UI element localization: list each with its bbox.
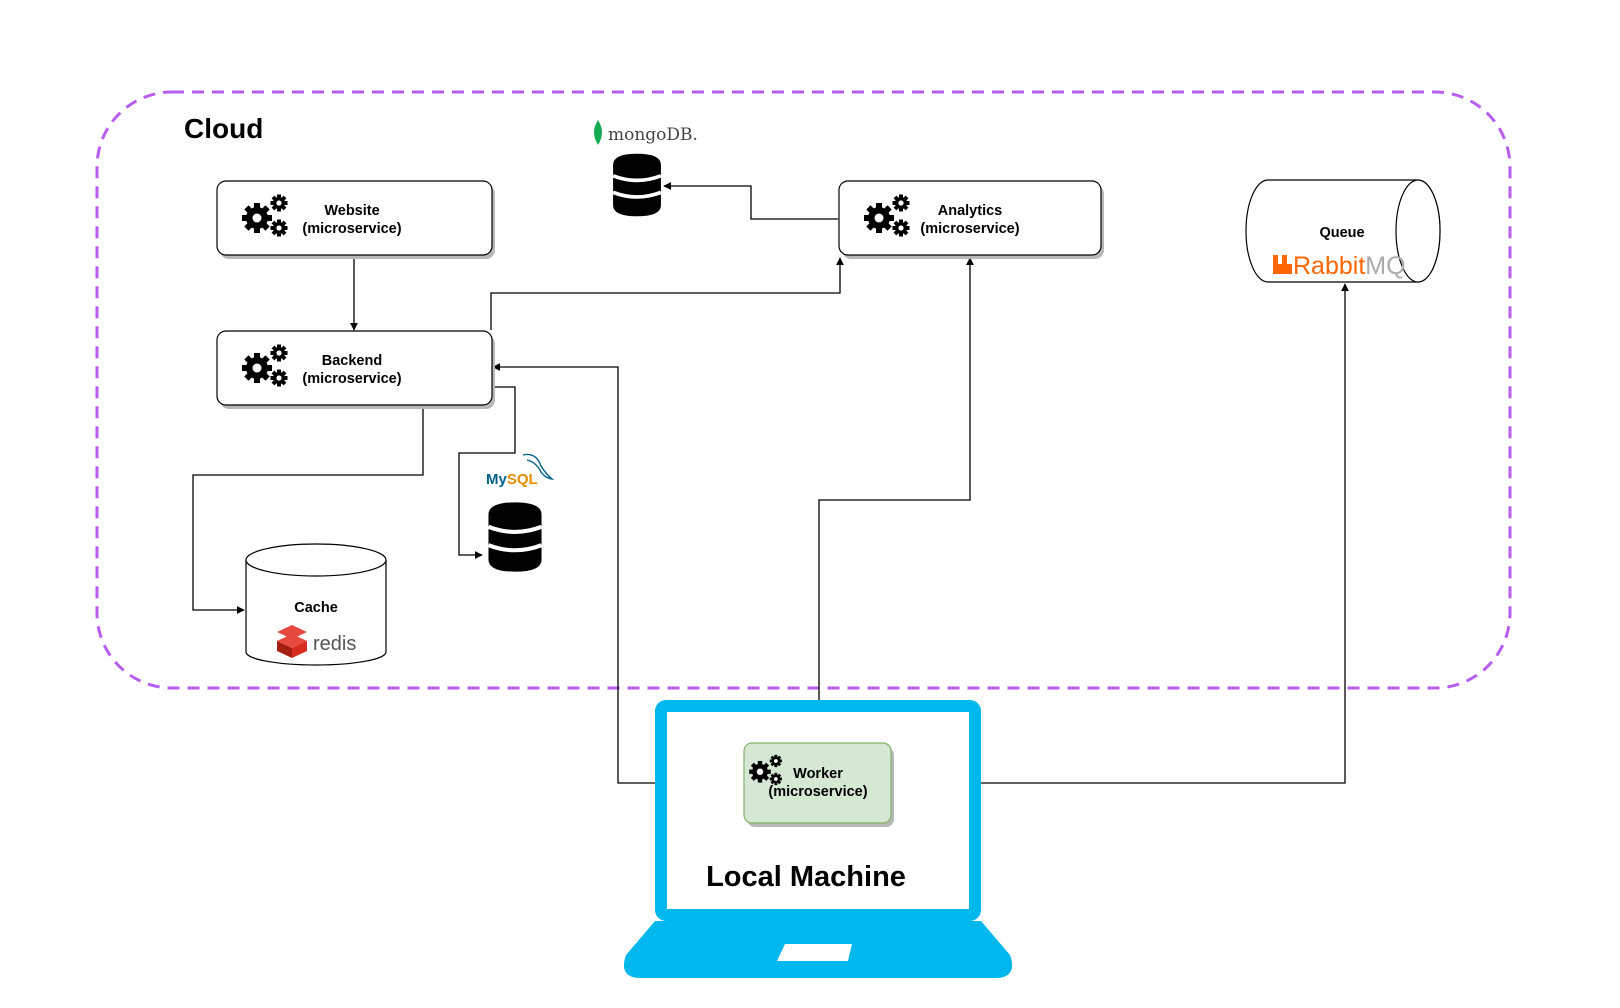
connectors [192, 182, 1349, 784]
analytics-subtitle: (microservice) [920, 221, 1019, 237]
rabbitmq-icon [1273, 255, 1292, 274]
database-icon [611, 151, 663, 219]
rabbitmq-logo: RabbitMQ [1293, 252, 1406, 280]
redis-cube-icon [277, 625, 307, 658]
mysql-logo: MySQL [486, 471, 538, 488]
website-title: Website [324, 203, 379, 219]
website-subtitle: (microservice) [302, 221, 401, 237]
local-machine-laptop: Local Machine [623, 700, 1013, 978]
website-service[interactable]: Website (microservice) [216, 180, 495, 259]
local-machine-label: Local Machine [706, 861, 906, 893]
worker-to-analytics-arrow [818, 257, 974, 743]
cache-label: Cache [294, 600, 338, 616]
cloud-label: Cloud [184, 113, 263, 144]
analytics-title: Analytics [938, 203, 1002, 219]
analytics-to-mongodb-arrow [663, 182, 838, 220]
mysql-database[interactable]: MySQL [486, 453, 555, 571]
redis-logo: redis [313, 633, 356, 655]
worker-title: Worker [793, 766, 843, 782]
rabbitmq-logo-rabbit: Rabbit [1293, 252, 1365, 280]
queue-label: Queue [1319, 225, 1364, 241]
backend-to-analytics-arrow [490, 257, 844, 330]
backend-to-mysql-arrow [458, 386, 516, 559]
database-icon [488, 502, 541, 571]
worker-to-queue-arrow [894, 283, 1349, 784]
mongodb-logo: mongoDB. [608, 125, 698, 145]
analytics-service[interactable]: Analytics (microservice) [838, 180, 1104, 259]
rabbitmq-logo-mq: MQ [1365, 252, 1405, 280]
cache-database[interactable]: Cache redis [245, 543, 387, 666]
mysql-logo-my: My [486, 471, 507, 488]
worker-subtitle: (microservice) [768, 784, 867, 800]
backend-service[interactable]: Backend (microservice) [216, 330, 495, 409]
cloud-boundary [95, 90, 1512, 690]
mongodb-database[interactable]: mongoDB. [594, 120, 698, 219]
backend-subtitle: (microservice) [302, 371, 401, 387]
queue-node[interactable]: Queue RabbitMQ [1245, 179, 1441, 283]
dolphin-icon [522, 453, 555, 481]
backend-to-cache-arrow [192, 406, 424, 614]
backend-title: Backend [322, 353, 382, 369]
mysql-logo-sql: SQL [507, 471, 538, 488]
mongodb-leaf-icon [594, 120, 602, 145]
worker-service[interactable]: Worker (microservice) [743, 742, 894, 827]
